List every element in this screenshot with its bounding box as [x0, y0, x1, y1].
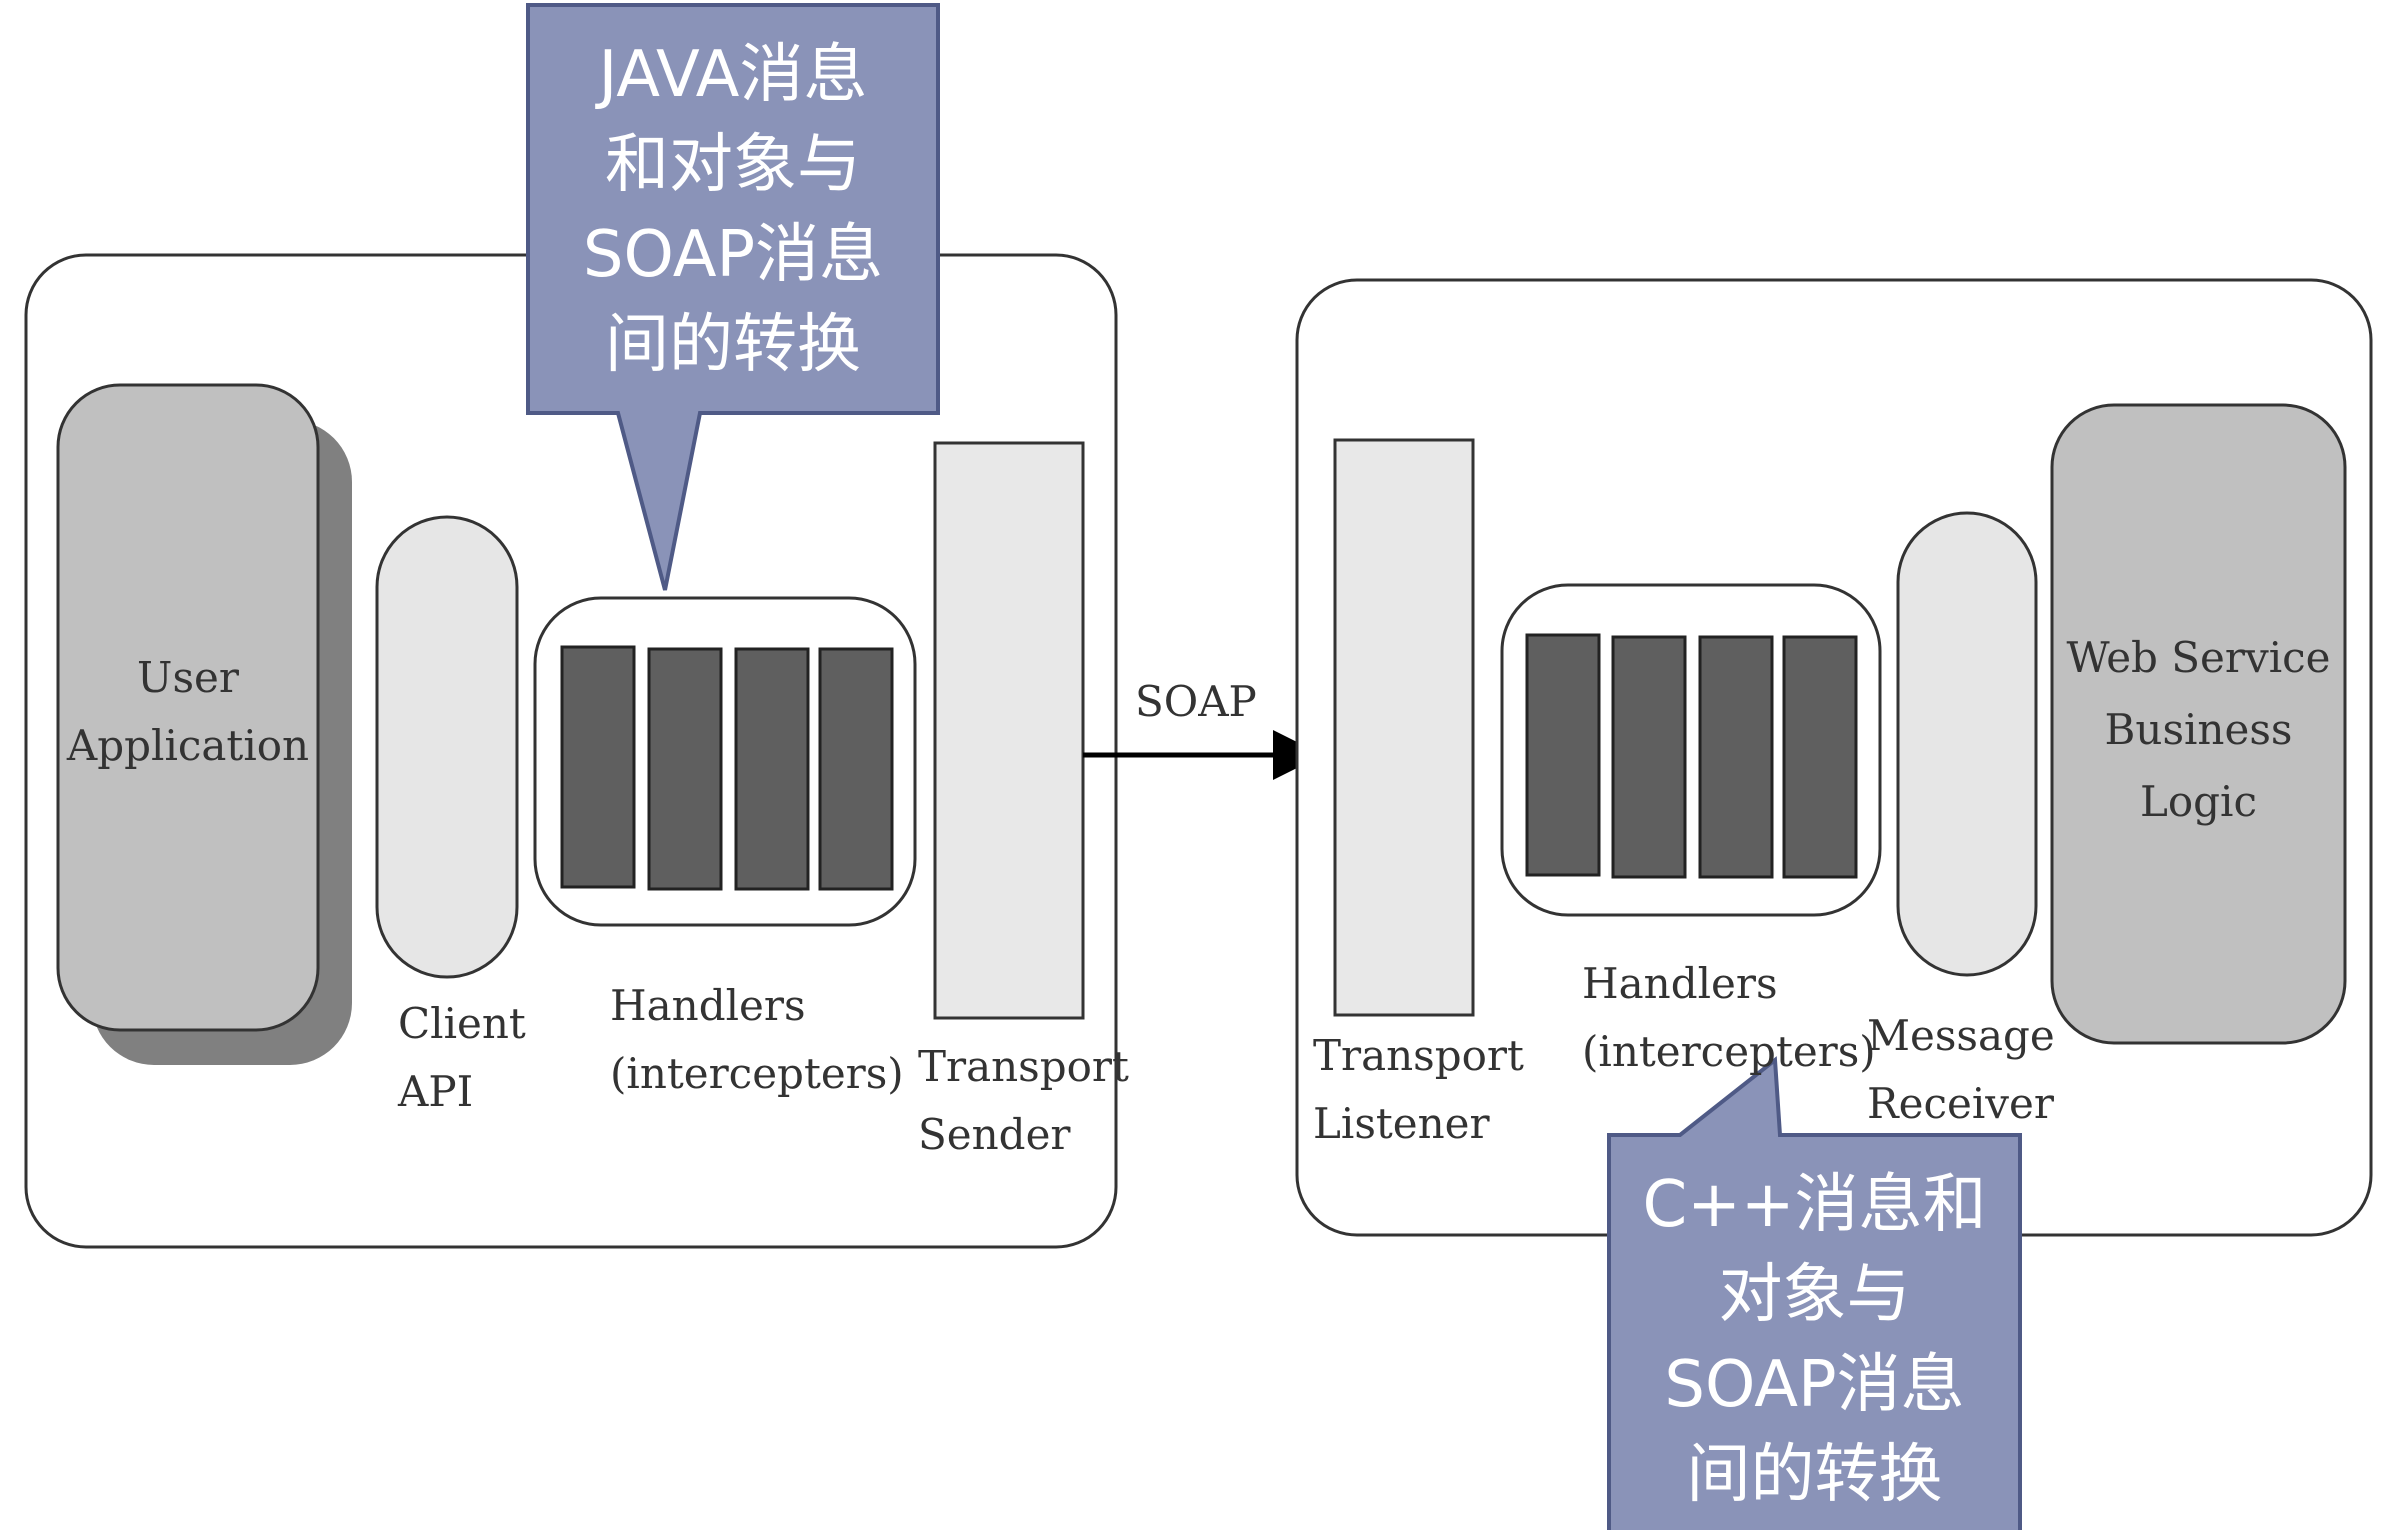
transport-sender-label: Transport Sender	[918, 1042, 1129, 1159]
client-handler-bar	[818, 647, 894, 891]
client-handler-bar	[560, 645, 636, 889]
user-application-label: User Application	[66, 653, 310, 770]
transport-listener-label: Transport Listener	[1313, 1031, 1524, 1148]
transport-listener-box	[1333, 438, 1475, 1017]
client-handler-bar	[734, 647, 810, 891]
soap-label: SOAP	[1135, 677, 1257, 726]
server-handlers-label: Handlers (intercepters)	[1582, 959, 1876, 1076]
message-receiver-label: Message Receiver	[1867, 1011, 2055, 1128]
transport-sender-box	[933, 441, 1085, 1020]
business-logic-box	[2050, 403, 2347, 1045]
message-receiver-box	[1896, 511, 2038, 977]
client-handler-bar	[647, 647, 723, 891]
server-handler-bar	[1782, 635, 1858, 879]
server-callout-text: C++消息和 对象与 SOAP消息 间的转换	[1642, 1168, 1987, 1512]
client-callout-text: JAVA消息 和对象与 SOAP消息 间的转换	[582, 38, 884, 382]
client-api-box	[375, 515, 519, 979]
client-api-label: Client API	[398, 999, 526, 1116]
server-handler-bar	[1611, 635, 1687, 879]
server-callout	[1607, 1056, 2022, 1530]
business-logic-label: Web Service Business Logic	[2066, 633, 2331, 826]
user-application-box	[56, 383, 320, 1032]
server-handler-bar	[1698, 635, 1774, 879]
server-handler-bar	[1525, 633, 1601, 877]
client-handlers-label: Handlers (intercepters)	[610, 981, 904, 1098]
client-callout	[526, 3, 940, 591]
